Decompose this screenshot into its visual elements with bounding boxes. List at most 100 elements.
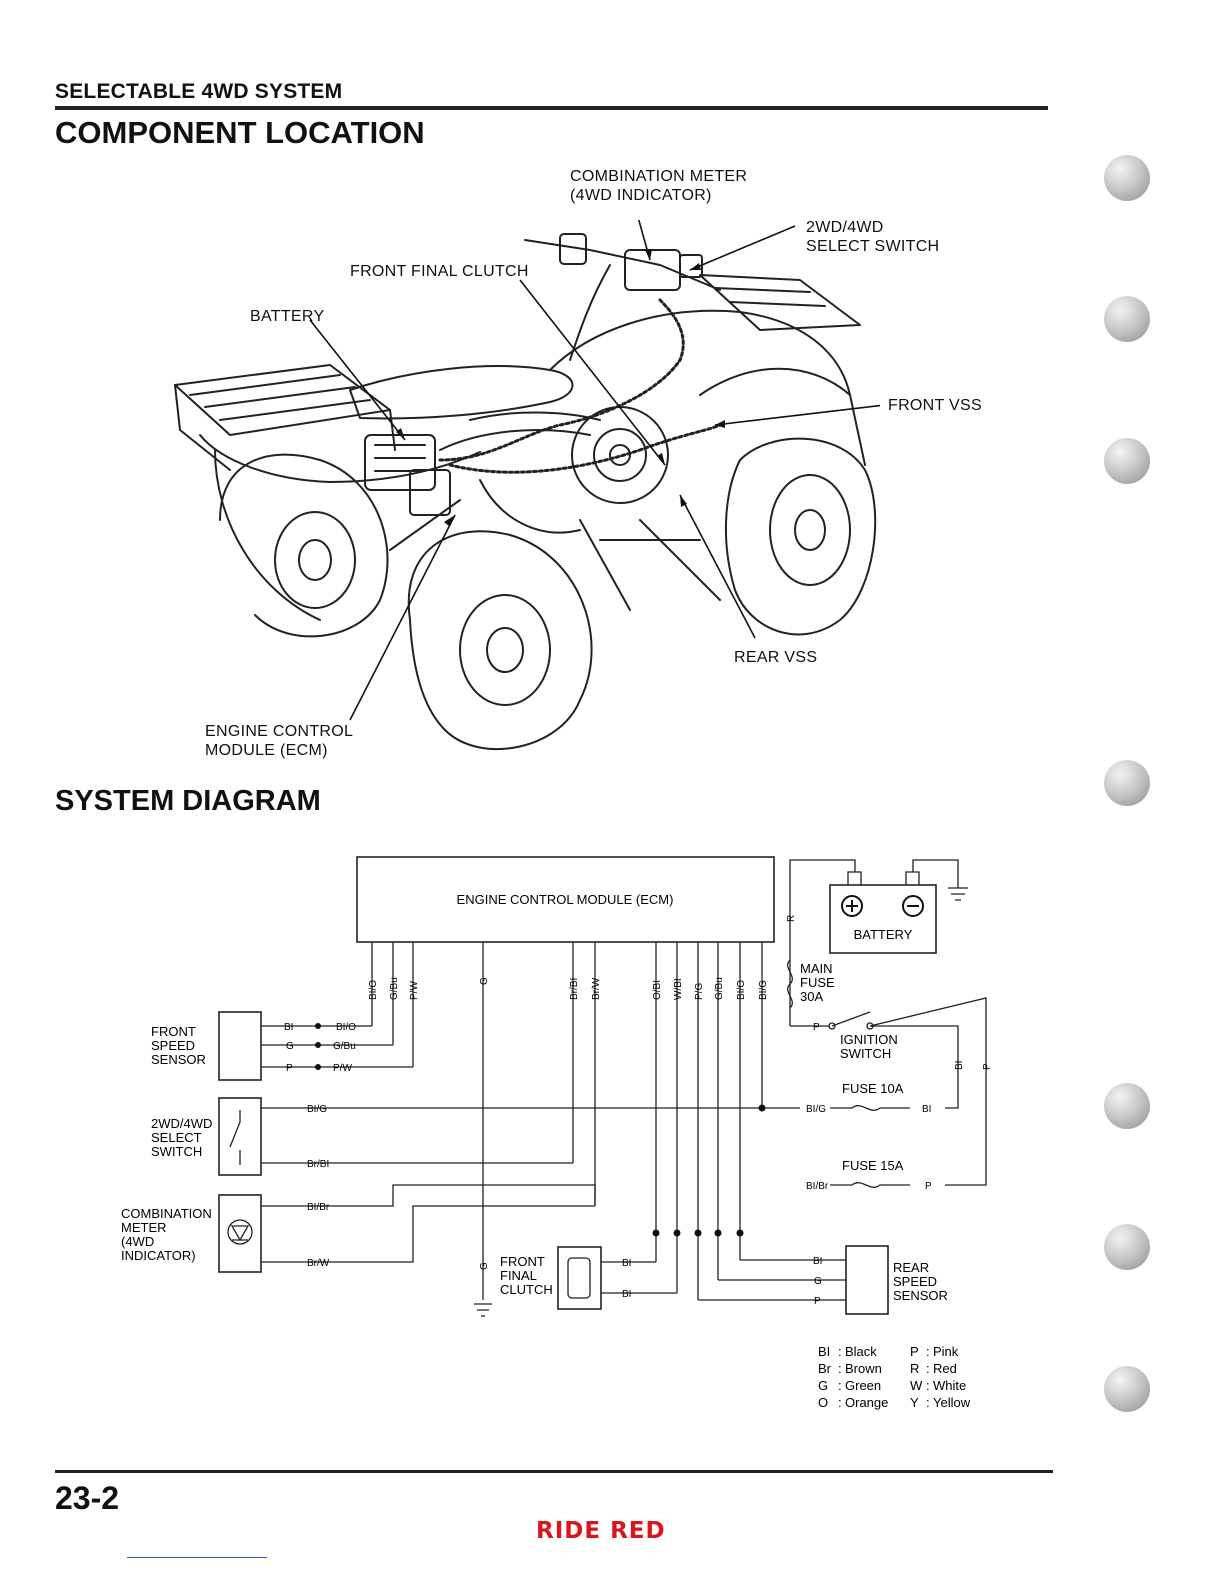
wire-label: BI: [922, 1104, 931, 1115]
wire-label: BI/G: [806, 1104, 826, 1115]
wire-label: P: [813, 1022, 820, 1033]
front-speed-sensor-label: FRONT: [151, 1024, 196, 1039]
legend-color: Pink: [933, 1344, 959, 1359]
combination-meter-label: INDICATOR): [121, 1248, 196, 1263]
rear-speed-sensor-label: REAR: [893, 1260, 929, 1275]
legend-sep: :: [926, 1344, 930, 1359]
wire-label: BI: [622, 1258, 631, 1269]
wire-label: G/Bu: [714, 977, 725, 1000]
fuse-15a-label: FUSE 15A: [842, 1158, 904, 1173]
legend-code: P: [910, 1344, 919, 1359]
legend-code: Y: [910, 1395, 919, 1410]
footer-link-underline: [127, 1557, 267, 1558]
legend-color: Brown: [845, 1361, 882, 1376]
wire-label: BI: [622, 1289, 631, 1300]
main-fuse-label: 30A: [800, 989, 823, 1004]
callout-front-final-clutch: FRONT FINAL CLUTCH: [350, 263, 529, 280]
legend-sep: :: [926, 1378, 930, 1393]
wire-label: Br/W: [591, 977, 602, 1000]
wire-label: G: [479, 977, 490, 985]
combination-meter-label: COMBINATION: [121, 1206, 212, 1221]
select-switch-label: SWITCH: [151, 1144, 202, 1159]
wire-label: G/Bu: [389, 977, 400, 1000]
section-title: SELECTABLE 4WD SYSTEM: [55, 80, 343, 103]
ignition-switch-label: IGNITION: [840, 1032, 898, 1047]
legend-sep: :: [838, 1395, 842, 1410]
binder-hole: [1104, 1224, 1150, 1270]
combination-meter-label: METER: [121, 1220, 167, 1235]
select-switch-label: 2WD/4WD: [151, 1116, 212, 1131]
wire-label: G: [814, 1276, 822, 1287]
legend-code: G: [818, 1378, 828, 1393]
callout-battery: BATTERY: [250, 308, 325, 325]
wire-label: W/BI: [673, 978, 684, 1000]
binder-hole: [1104, 438, 1150, 484]
legend-sep: :: [926, 1395, 930, 1410]
callout-text: SELECT SWITCH: [806, 238, 940, 255]
wire-label: Br/BI: [569, 978, 580, 1000]
front-speed-sensor-label: SPEED: [151, 1038, 195, 1053]
wire-label: BI: [954, 1061, 965, 1070]
wire-label: P: [814, 1296, 821, 1307]
select-switch-label: SELECT: [151, 1130, 202, 1145]
wire-label: BI/G: [307, 1104, 327, 1115]
legend-code: R: [910, 1361, 919, 1376]
fuse-10a-label: FUSE 10A: [842, 1081, 904, 1096]
binder-hole: [1104, 760, 1150, 806]
legend-sep: :: [838, 1344, 842, 1359]
wire-label: BI/O: [336, 1022, 356, 1033]
wire-label: G/Bu: [333, 1041, 356, 1052]
battery-label: BATTERY: [854, 927, 913, 942]
wire-label: BI/O: [368, 980, 379, 1000]
front-speed-sensor-label: SENSOR: [151, 1052, 206, 1067]
wire-label: P: [982, 1063, 993, 1070]
color-legend: BI : Black Br : Brown G : Green O : Oran…: [818, 1344, 971, 1410]
wire-label: P/W: [333, 1063, 352, 1074]
rear-speed-sensor-label: SENSOR: [893, 1288, 948, 1303]
legend-sep: :: [838, 1361, 842, 1376]
wire-label: R: [786, 915, 797, 922]
wire-label: BI: [813, 1256, 822, 1267]
legend-sep: :: [926, 1361, 930, 1376]
wire-label: BI/Br: [307, 1202, 330, 1213]
main-fuse-label: MAIN: [800, 961, 833, 976]
rear-speed-sensor-label: SPEED: [893, 1274, 937, 1289]
ignition-switch-label: SWITCH: [840, 1046, 891, 1061]
legend-sep: :: [838, 1378, 842, 1393]
front-final-clutch-label: CLUTCH: [500, 1282, 553, 1297]
wire-label: P: [286, 1063, 293, 1074]
system-diagram-heading: SYSTEM DIAGRAM: [55, 785, 321, 817]
callout-select-switch: 2WD/4WD SELECT SWITCH: [806, 218, 939, 256]
wire-label: BI/G: [758, 980, 769, 1000]
header-rule: [55, 106, 1048, 110]
legend-color: Orange: [845, 1395, 888, 1410]
callout-text: (4WD INDICATOR): [570, 187, 712, 204]
footer-rule: [55, 1470, 1053, 1473]
binder-hole: [1104, 1366, 1150, 1412]
callout-text: MODULE (ECM): [205, 742, 328, 759]
combination-meter-label: (4WD: [121, 1234, 154, 1249]
wire-label: Br/BI: [307, 1159, 329, 1170]
wire-label: BI: [284, 1022, 293, 1033]
legend-code: W: [910, 1378, 923, 1393]
ecm-label: ENGINE CONTROL MODULE (ECM): [457, 892, 674, 907]
legend-code: O: [818, 1395, 828, 1410]
legend-color: Black: [845, 1344, 877, 1359]
wire-label: G: [479, 1262, 490, 1270]
footer-brand-logo: RIDE RED: [536, 1518, 666, 1544]
legend-code: BI: [818, 1344, 830, 1359]
legend-color: Red: [933, 1361, 957, 1376]
component-location-heading: COMPONENT LOCATION: [55, 115, 425, 150]
wire-label: BI/Br: [806, 1181, 829, 1192]
front-final-clutch-label: FRONT: [500, 1254, 545, 1269]
callout-text: ENGINE CONTROL: [205, 723, 354, 740]
wire-label: P/G: [694, 983, 705, 1000]
page-number: 23-2: [55, 1480, 120, 1516]
atv-illustration: [174, 220, 880, 751]
wire-label: G: [286, 1041, 294, 1052]
wire-label: Br/W: [307, 1258, 330, 1269]
callout-rear-vss: REAR VSS: [734, 649, 818, 666]
main-fuse-label: FUSE: [800, 975, 835, 990]
legend-color: White: [933, 1378, 966, 1393]
